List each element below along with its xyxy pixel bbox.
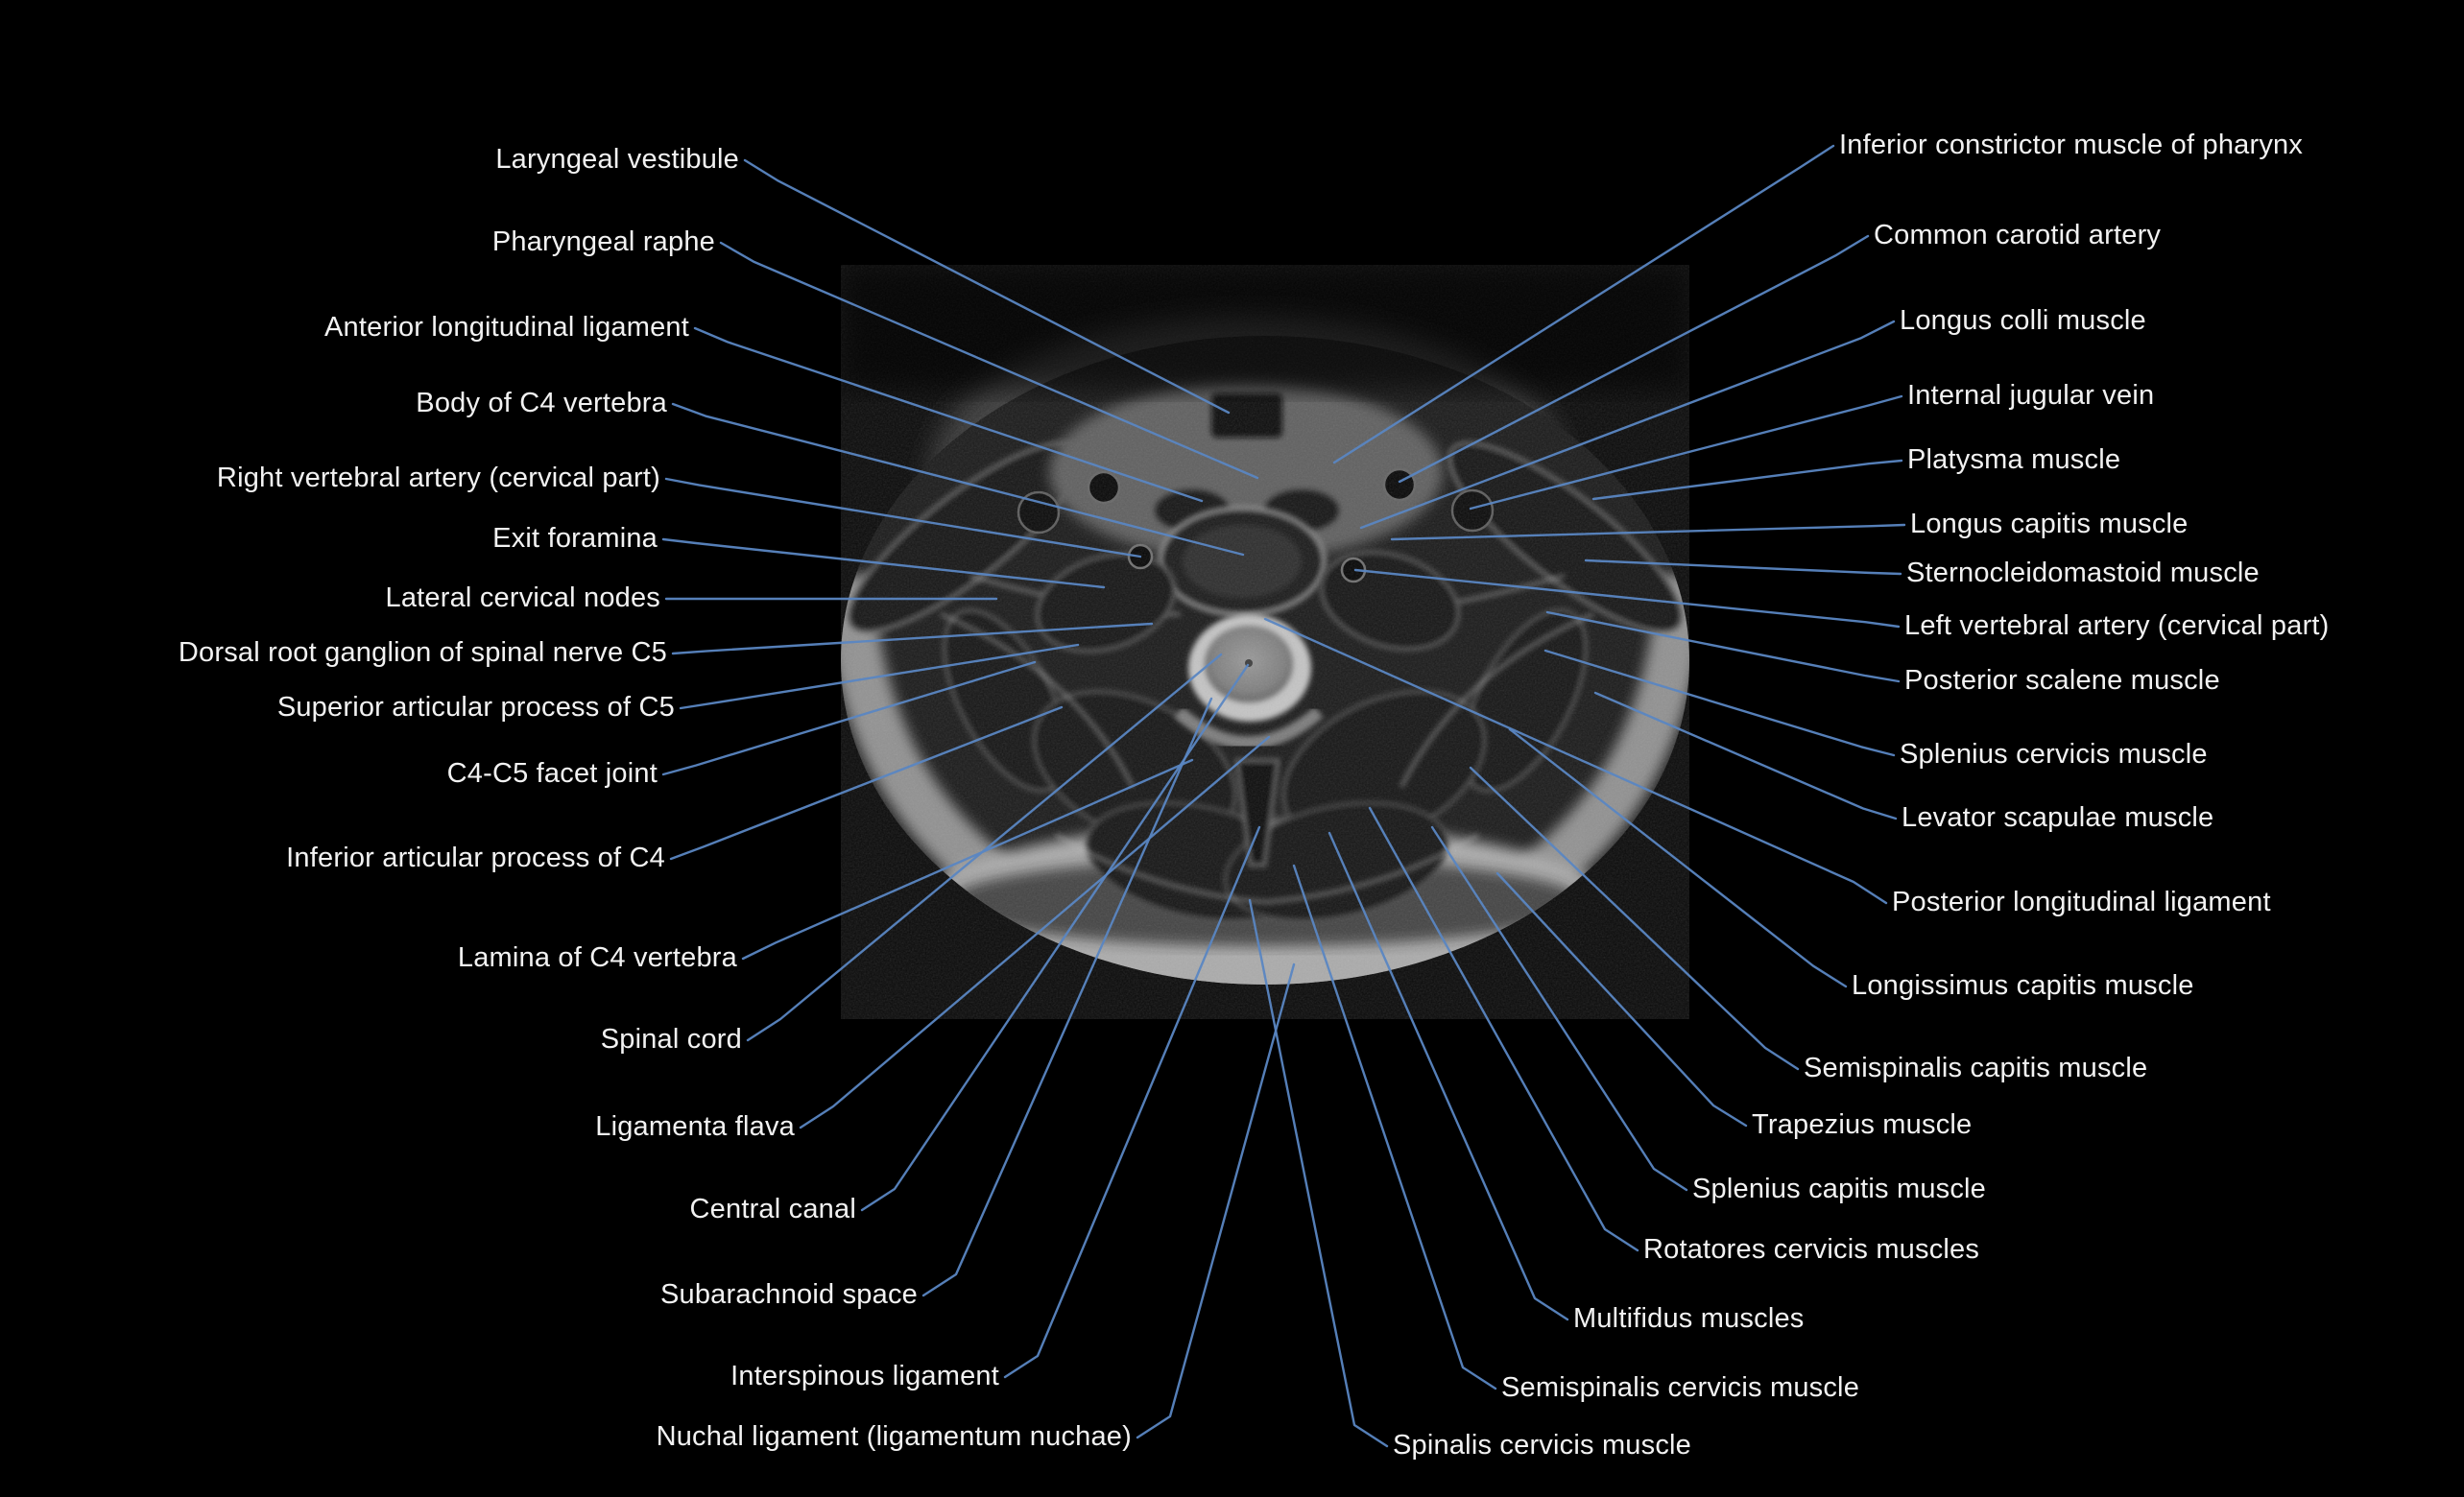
leader-line-common-carotid-artery [1398, 234, 1870, 484]
leader-line-ligamenta-flava [799, 735, 1271, 1129]
mri-noise [841, 265, 1689, 1019]
leader-line-left-vertebral-artery-cervical-part [1353, 568, 1901, 629]
label-nuchal-ligament-ligamentum-nuchae: Nuchal ligament (ligamentum nuchae) [656, 1421, 1132, 1453]
leader-line-levator-scapulae-muscle [1593, 691, 1898, 820]
label-laryngeal-vestibule: Laryngeal vestibule [495, 144, 739, 176]
label-multifidus-muscles: Multifidus muscles [1573, 1303, 1805, 1335]
label-ligamenta-flava: Ligamenta flava [595, 1111, 795, 1143]
leader-line-anterior-longitudinal-ligament [693, 326, 1204, 503]
leader-line-internal-jugular-vein [1469, 394, 1903, 511]
label-splenius-cervicis-muscle: Splenius cervicis muscle [1900, 739, 2208, 771]
label-posterior-scalene-muscle: Posterior scalene muscle [1904, 665, 2220, 697]
label-dorsal-root-ganglion-of-spinal-nerve-c5: Dorsal root ganglion of spinal nerve C5 [178, 637, 667, 669]
leader-line-pharyngeal-raphe [719, 241, 1259, 480]
leader-line-splenius-capitis-muscle [1430, 825, 1688, 1192]
label-posterior-longitudinal-ligament: Posterior longitudinal ligament [1892, 887, 2271, 918]
leader-line-superior-articular-process-of-c5 [679, 643, 1080, 710]
label-lateral-cervical-nodes: Lateral cervical nodes [385, 582, 660, 614]
label-right-vertebral-artery-cervical-part: Right vertebral artery (cervical part) [216, 463, 660, 494]
leader-line-platysma-muscle [1591, 459, 1903, 501]
leader-line-spinal-cord [746, 653, 1223, 1042]
leader-line-laryngeal-vestibule [743, 158, 1231, 415]
leader-line-longissimus-capitis-muscle [1508, 727, 1848, 988]
label-lamina-of-c4-vertebra: Lamina of C4 vertebra [457, 942, 737, 974]
label-longus-colli-muscle: Longus colli muscle [1900, 305, 2146, 337]
leader-line-lamina-of-c4-vertebra [741, 758, 1194, 961]
label-body-of-c4-vertebra: Body of C4 vertebra [416, 388, 667, 419]
leader-line-right-vertebral-artery-cervical-part [664, 477, 1142, 558]
leader-line-subarachnoid-space [921, 697, 1213, 1297]
label-longissimus-capitis-muscle: Longissimus capitis muscle [1852, 970, 2194, 1002]
leader-line-nuchal-ligament-ligamentum-nuchae [1136, 962, 1296, 1439]
label-splenius-capitis-muscle: Splenius capitis muscle [1692, 1174, 1987, 1205]
label-internal-jugular-vein: Internal jugular vein [1907, 380, 2155, 412]
label-trapezius-muscle: Trapezius muscle [1752, 1109, 1973, 1141]
label-semispinalis-cervicis-muscle: Semispinalis cervicis muscle [1501, 1372, 1860, 1404]
leader-line-semispinalis-capitis-muscle [1469, 766, 1800, 1071]
label-anterior-longitudinal-ligament: Anterior longitudinal ligament [324, 312, 689, 344]
leader-line-posterior-scalene-muscle [1545, 610, 1901, 683]
label-superior-articular-process-of-c5: Superior articular process of C5 [276, 692, 675, 724]
leader-line-longus-colli-muscle [1359, 320, 1896, 530]
label-platysma-muscle: Platysma muscle [1907, 444, 2121, 476]
leader-line-trapezius-muscle [1495, 871, 1748, 1128]
leader-line-body-of-c4-vertebra [671, 402, 1245, 557]
leader-line-inferior-articular-process-of-c4 [669, 705, 1064, 861]
leader-line-c4-c5-facet-joint [661, 660, 1037, 776]
leader-line-splenius-cervicis-muscle [1543, 649, 1896, 757]
label-c4-c5-facet-joint: C4-C5 facet joint [446, 758, 658, 790]
leader-line-semispinalis-cervicis-muscle [1292, 864, 1497, 1390]
leader-line-spinalis-cervicis-muscle [1248, 898, 1389, 1448]
label-subarachnoid-space: Subarachnoid space [659, 1279, 918, 1311]
label-spinalis-cervicis-muscle: Spinalis cervicis muscle [1393, 1430, 1691, 1461]
mri-image [841, 265, 1689, 1019]
label-common-carotid-artery: Common carotid artery [1874, 220, 2162, 251]
leader-line-exit-foramina [661, 537, 1106, 589]
label-interspinous-ligament: Interspinous ligament [730, 1361, 999, 1392]
leader-line-interspinous-ligament [1003, 825, 1261, 1379]
label-inferior-articular-process-of-c4: Inferior articular process of C4 [286, 843, 665, 874]
leader-line-central-canal [860, 663, 1250, 1212]
label-pharyngeal-raphe: Pharyngeal raphe [491, 226, 715, 258]
leader-line-inferior-constrictor-muscle-of-pharynx [1332, 144, 1835, 464]
leader-line-sternocleidomastoid-muscle [1584, 558, 1902, 576]
label-sternocleidomastoid-muscle: Sternocleidomastoid muscle [1906, 558, 2260, 589]
leader-line-rotatores-cervicis-muscles [1368, 806, 1639, 1252]
leader-line-posterior-longitudinal-ligament [1263, 617, 1888, 905]
leader-line-multifidus-muscles [1328, 831, 1569, 1321]
label-inferior-constrictor-muscle-of-pharynx: Inferior constrictor muscle of pharynx [1839, 130, 2304, 161]
label-exit-foramina: Exit foramina [492, 523, 658, 555]
label-spinal-cord: Spinal cord [600, 1024, 742, 1056]
label-rotatores-cervicis-muscles: Rotatores cervicis muscles [1643, 1234, 1980, 1266]
label-left-vertebral-artery-cervical-part: Left vertebral artery (cervical part) [1904, 610, 2330, 642]
leader-lines-layer [661, 144, 1906, 1448]
label-semispinalis-capitis-muscle: Semispinalis capitis muscle [1804, 1053, 2148, 1084]
label-longus-capitis-muscle: Longus capitis muscle [1910, 509, 2189, 540]
mri-top-shade [841, 265, 1689, 390]
leader-line-dorsal-root-ganglion-of-spinal-nerve-c5 [671, 622, 1154, 655]
label-levator-scapulae-muscle: Levator scapulae muscle [1902, 802, 2214, 834]
label-central-canal: Central canal [689, 1194, 856, 1225]
leader-line-longus-capitis-muscle [1390, 523, 1906, 541]
